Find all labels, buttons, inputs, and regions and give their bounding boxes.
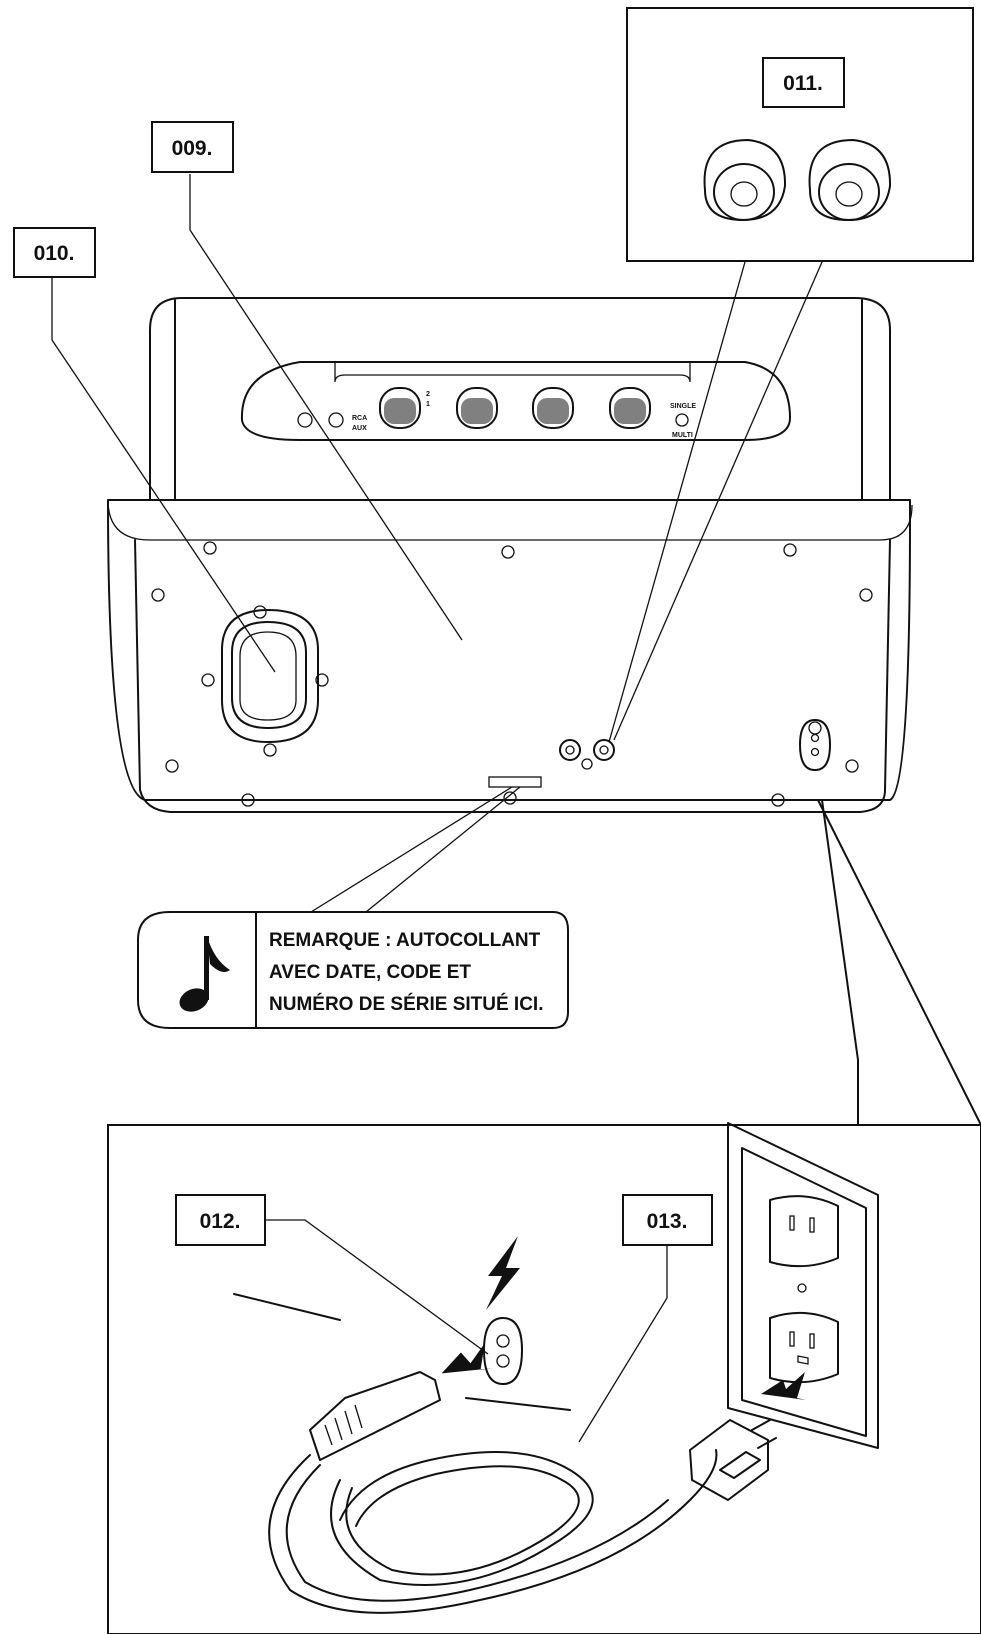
wall-outlet	[727, 1122, 879, 1449]
inset-rca-detail: 011.	[626, 7, 974, 262]
serial-sticker	[488, 776, 542, 788]
rca-jack-left	[703, 139, 787, 221]
iec-plug	[309, 1371, 441, 1461]
svg-text:009.: 009.	[172, 137, 213, 160]
device-power-socket	[483, 1317, 523, 1385]
source-button	[328, 412, 344, 428]
power-socket	[799, 719, 831, 771]
rear-screws	[151, 541, 873, 807]
bass-port	[221, 609, 319, 743]
arrow-icon-wall	[761, 1372, 806, 1400]
balance-knob	[609, 387, 651, 429]
control-panel: AUX RCA 1 2 SINGLE MULTI	[297, 387, 696, 439]
note-line-1: REMARQUE : AUTOCOLLANT	[269, 930, 541, 951]
speaker-body	[107, 297, 913, 813]
rca-inputs	[559, 739, 615, 770]
callout-009: 009.	[151, 121, 234, 173]
outlet-receptacle-bottom	[769, 1311, 839, 1384]
inset-power-connection: 012. 013.	[107, 799, 981, 1634]
input-label-1: 1	[426, 401, 430, 408]
callout-010: 010.	[13, 227, 96, 278]
outlet-receptacle-top	[769, 1195, 839, 1268]
lightning-icon	[486, 1236, 520, 1310]
music-note-icon	[179, 936, 230, 1012]
input-label-rca: RCA	[352, 415, 367, 422]
callout-013: 013.	[578, 1194, 713, 1443]
leader-lines	[51, 174, 823, 743]
mode-switch	[675, 413, 689, 427]
svg-text:013.: 013.	[647, 1210, 688, 1233]
callout-012: 012.	[175, 1194, 489, 1355]
bass-knob	[456, 387, 498, 429]
input-label-2: 2	[426, 391, 430, 398]
wall-plug	[689, 1419, 777, 1501]
rca-jack-right	[808, 139, 892, 221]
note-line-3: NUMÉRO DE SÉRIE SITUÉ ICI.	[269, 993, 543, 1015]
power-button	[297, 412, 313, 428]
treble-knob	[532, 387, 574, 429]
switch-label-multi: MULTI	[672, 432, 693, 439]
input-label-aux: AUX	[352, 425, 367, 432]
note-line-2: AVEC DATE, CODE ET	[269, 962, 471, 983]
arrow-icon-plug-in	[441, 1343, 494, 1374]
svg-text:011.: 011.	[783, 72, 823, 95]
svg-text:012.: 012.	[200, 1210, 241, 1233]
note-box: REMARQUE : AUTOCOLLANT AVEC DATE, CODE E…	[137, 786, 569, 1029]
switch-label-single: SINGLE	[670, 403, 696, 410]
power-cord	[268, 1449, 718, 1614]
volume-knob	[379, 387, 421, 429]
svg-text:010.: 010.	[34, 242, 75, 265]
